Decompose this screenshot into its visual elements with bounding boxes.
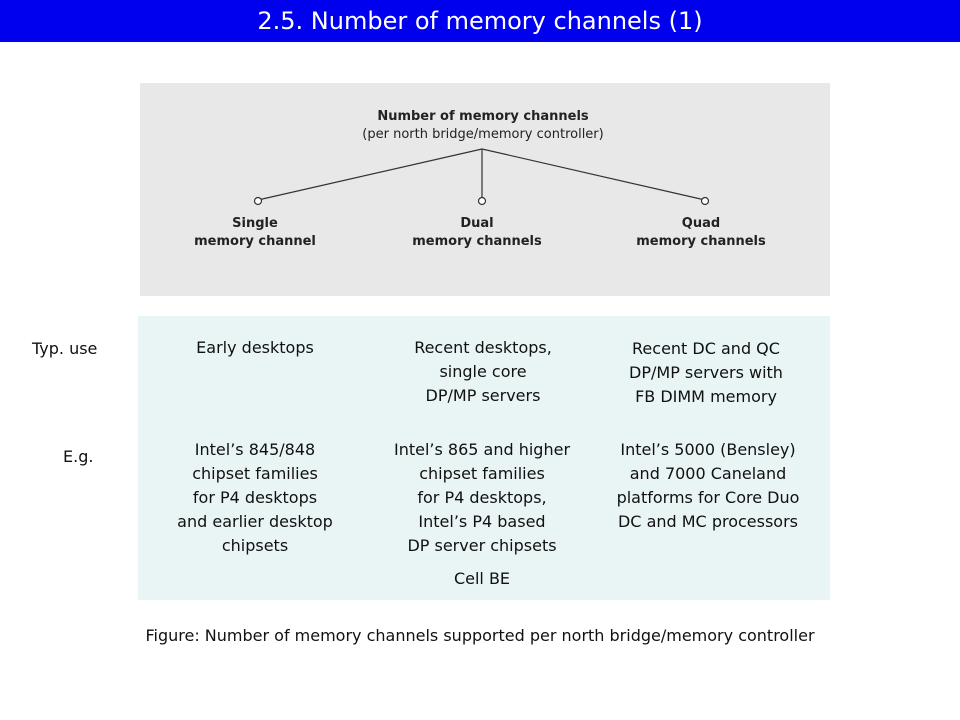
eg-dual-line3: for P4 desktops, <box>417 488 547 507</box>
eg-single-line5: chipsets <box>221 536 289 555</box>
eg-dual: Intel’s 865 and higher chipset families … <box>366 438 598 558</box>
eg-dual-line5: DP server chipsets <box>407 536 557 555</box>
typ-use-dual-line3: DP/MP servers <box>425 386 541 405</box>
eg-quad-line1: Intel’s 5000 (Bensley) <box>620 440 796 459</box>
tree-root-label: Number of memory channels (per north bri… <box>330 108 636 144</box>
typ-use-quad-line1: Recent DC and QC <box>632 339 780 358</box>
typ-use-quad: Recent DC and QC DP/MP servers with FB D… <box>590 337 822 409</box>
leaf-single-line1: Single <box>232 216 278 231</box>
eg-dual-extra: Cell BE <box>453 569 511 588</box>
typ-use-single-line: Early desktops <box>196 338 314 357</box>
leaf-dual-line1: Dual <box>460 216 494 231</box>
figure-caption: Figure: Number of memory channels suppor… <box>145 626 815 645</box>
eg-quad-line2: and 7000 Caneland <box>629 464 787 483</box>
typ-use-dual-line1: Recent desktops, <box>414 338 552 357</box>
typ-use-single: Early desktops <box>160 336 350 360</box>
tree-root-title: Number of memory channels <box>377 109 589 124</box>
eg-single-line4: and earlier desktop <box>177 512 333 531</box>
eg-dual-line4: Intel’s P4 based <box>418 512 546 531</box>
eg-quad: Intel’s 5000 (Bensley) and 7000 Caneland… <box>592 438 824 534</box>
row-label-typ-use: Typ. use <box>32 339 98 358</box>
eg-single-line2: chipset families <box>192 464 318 483</box>
details-panel <box>138 316 830 600</box>
tree-root-subtitle: (per north bridge/memory controller) <box>362 127 604 142</box>
typ-use-dual: Recent desktops, single core DP/MP serve… <box>368 336 598 408</box>
eg-single-line1: Intel’s 845/848 <box>194 440 316 459</box>
tree-panel <box>140 83 830 296</box>
eg-dual-line2: chipset families <box>419 464 545 483</box>
eg-quad-line4: DC and MC processors <box>617 512 798 531</box>
eg-quad-line3: platforms for Core Duo <box>616 488 800 507</box>
branch-line-quad <box>481 148 706 201</box>
leaf-label-quad: Quad memory channels <box>606 215 796 251</box>
branch-line-single <box>257 148 483 201</box>
leaf-node-dual <box>477 196 487 206</box>
leaf-label-single: Single memory channel <box>160 215 350 251</box>
eg-single-line3: for P4 desktops <box>192 488 318 507</box>
slide-title: 2.5. Number of memory channels (1) <box>0 0 960 42</box>
typ-use-quad-line3: FB DIMM memory <box>635 387 777 406</box>
leaf-node-single <box>253 196 263 206</box>
leaf-single-line2: memory channel <box>194 234 316 249</box>
eg-single: Intel’s 845/848 chipset families for P4 … <box>150 438 360 558</box>
leaf-node-quad <box>700 196 710 206</box>
typ-use-dual-line2: single core <box>439 362 527 381</box>
leaf-dual-line2: memory channels <box>412 234 542 249</box>
eg-dual-line1: Intel’s 865 and higher <box>393 440 571 459</box>
leaf-quad-line1: Quad <box>681 216 721 231</box>
row-label-eg: E.g. <box>63 447 94 466</box>
leaf-label-dual: Dual memory channels <box>382 215 572 251</box>
leaf-quad-line2: memory channels <box>636 234 766 249</box>
typ-use-quad-line2: DP/MP servers with <box>629 363 783 382</box>
